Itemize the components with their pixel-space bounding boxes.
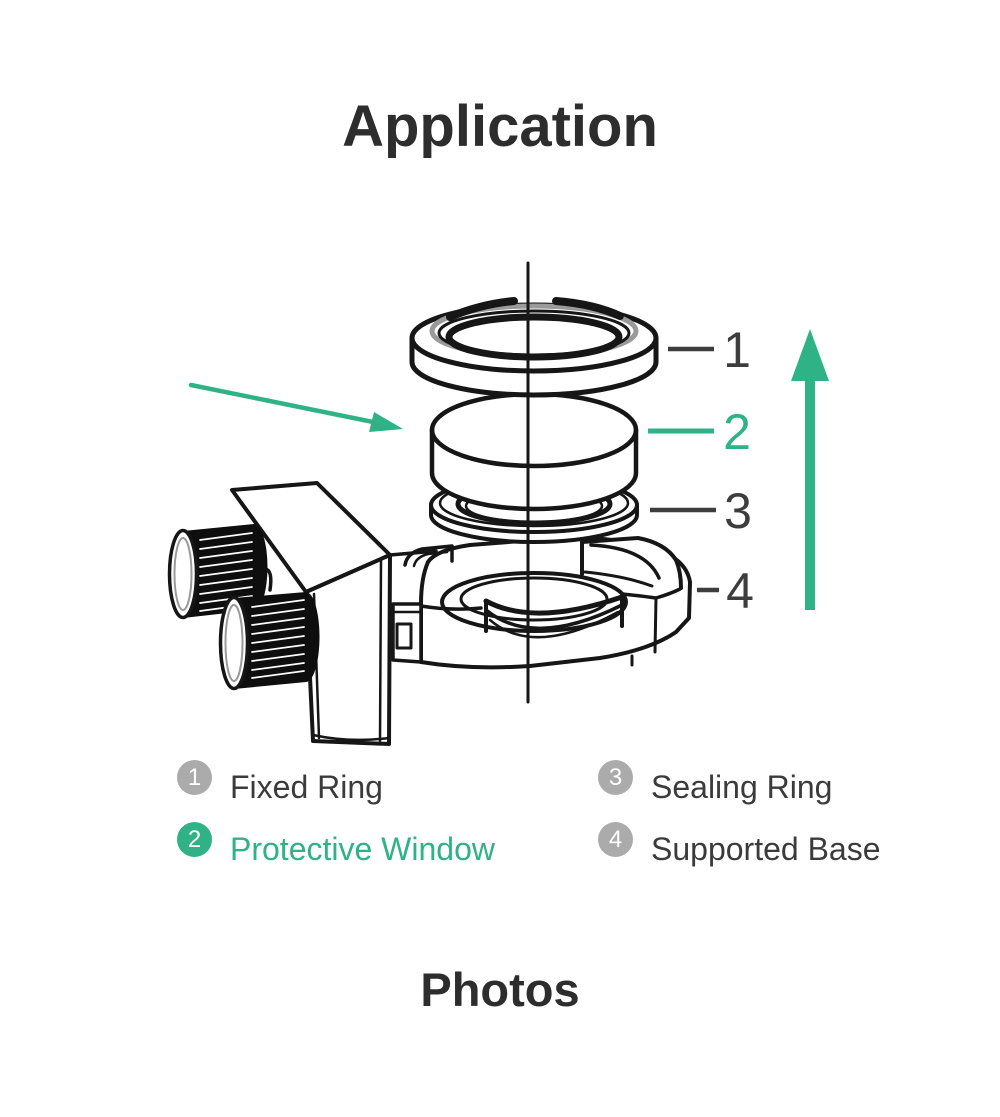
legend-badge-4: 4 [598,822,633,857]
legend-label-protective-window: Protective Window [230,831,495,867]
bore-recess-arc2 [484,603,624,631]
upper-knob-face-inner [173,537,193,611]
pointer-arrow-shaft [188,382,386,427]
ring1-wall [409,335,659,398]
up-arrow-shaft [805,377,815,610]
fixed-ring-drawing [409,297,659,398]
left-notch-inner [412,550,449,568]
bore-ledge [459,576,609,622]
window-wall [429,427,639,512]
window-fill [432,394,636,509]
upper-knob-body [183,524,268,618]
cwall-outer [580,536,683,590]
legend-badge-2: 2 [177,822,212,857]
assembly-direction-arrow [791,329,829,610]
callout-number-1: 1 [723,322,751,378]
pointer-arrow [188,382,403,432]
callouts: 1 2 3 4 [648,322,754,619]
lower-knob-face-inner [224,604,244,682]
block-chamfer-right [378,558,383,743]
bore-outer [440,571,628,633]
callout-number-3: 3 [724,483,752,539]
front-right-edge [653,596,658,654]
left-notch-outer [403,544,454,567]
lower-knob-knurling [251,599,305,679]
cwall-concave [589,543,661,580]
up-arrow-head [791,329,829,381]
legend-label-sealing-ring: Sealing Ring [651,769,833,805]
adjustment-knobs [167,524,320,691]
ring1-accent-right [552,297,624,320]
block-bottom-line [311,733,391,742]
ring1-bore [445,313,623,361]
ring3-wall [429,503,639,544]
legend-label-supported-base: Supported Base [651,831,881,867]
cwall-base-arc [583,570,654,588]
clamp-block-drawing [230,481,392,746]
pointer-arrow-head [369,412,403,432]
ring1-accent-left [446,297,518,321]
front-rim-left [419,604,483,611]
legend-badge-1: 1 [177,760,212,795]
bore-recess-arc3 [488,610,620,639]
supported-base-drawing [388,535,692,670]
protective-window-drawing [429,391,639,512]
application-title: Application [342,94,658,159]
callout-number-4: 4 [726,563,754,619]
callout-number-2: 2 [723,404,751,460]
legend-label-fixed-ring: Fixed Ring [230,769,383,805]
block-front-face [304,553,392,746]
arm-notch [395,622,413,650]
legend-badge-3: 3 [598,760,633,795]
bore-recess-arc1 [483,594,625,616]
ring1-fill [412,305,656,395]
photos-title: Photos [420,963,580,1016]
